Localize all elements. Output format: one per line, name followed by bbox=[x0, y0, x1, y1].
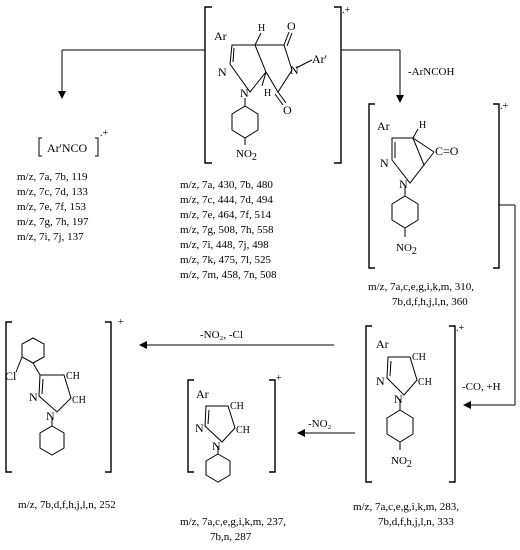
isocyanate-mz-list: m/z, 7a, 7b, 119 m/z, 7c, 7d, 133 m/z, 7… bbox=[17, 171, 89, 243]
chlorophenyl-ch-top: CH bbox=[66, 371, 80, 382]
parent-mz-list: m/z, 7a, 430, 7b, 480 m/z, 7c, 444, 7d, … bbox=[180, 179, 277, 281]
phenyl-pyrazoline-n1: N bbox=[195, 421, 204, 435]
phenyl-pyrazoline-mz-list: m/z, 7a,c,e,g,i,k,m, 237, 7b,n, 287 bbox=[180, 516, 286, 543]
mz-line: m/z, 7g, 508, 7h, 558 bbox=[180, 224, 274, 236]
parent-charge: .+ bbox=[342, 5, 351, 16]
mz-line: m/z, 7c, 7d, 133 bbox=[17, 186, 88, 198]
parent-o-bottom: O bbox=[283, 103, 292, 117]
aziridinone-h: H bbox=[419, 120, 426, 131]
aziridinone-ar: Ar bbox=[377, 119, 390, 133]
mz-line: 7b,d,f,h,j,l,n, 333 bbox=[378, 516, 454, 528]
parent-ar-prime: Ar' bbox=[312, 52, 327, 66]
aziridinone-n1: N bbox=[380, 156, 389, 170]
phenyl-pyrazoline-n2: N bbox=[212, 439, 221, 453]
aziridinone-n2: N bbox=[399, 177, 408, 191]
mz-line: m/z, 7e, 7f, 153 bbox=[17, 201, 87, 213]
nitrophenyl-pyrazoline-no2: NO2 bbox=[391, 455, 412, 470]
phenyl-pyrazoline-ar: Ar bbox=[196, 387, 209, 401]
mz-line: m/z, 7a,c,e,g,i,k,m, 237, bbox=[180, 516, 286, 528]
chlorophenyl-pyrazoline-mz-list: m/z, 7b,d,f,h,j,l,n, 252 bbox=[18, 499, 116, 511]
mz-line: m/z, 7i, 7j, 137 bbox=[17, 231, 84, 243]
nitrophenyl-pyrazoline-mz-list: m/z, 7a,c,e,g,i,k,m, 283, 7b,d,f,h,j,l,n… bbox=[353, 501, 459, 528]
arrow-loss-no2-cl: -NO₂, -Cl bbox=[139, 329, 334, 349]
aziridinone-c-eq-o: C=O bbox=[435, 144, 459, 158]
mz-line: m/z, 7b,d,f,h,j,l,n, 252 bbox=[18, 499, 116, 511]
phenyl-pyrazoline-ch-top: CH bbox=[230, 401, 244, 412]
mz-line: m/z, 7i, 448, 7j, 498 bbox=[180, 239, 269, 251]
mz-line: m/z, 7c, 444, 7d, 494 bbox=[180, 194, 273, 206]
mz-line: m/z, 7a,c,e,g,i,k,m, 310, bbox=[368, 281, 474, 293]
aziridinone-no2: NO2 bbox=[396, 242, 417, 257]
chlorophenyl-pyrazoline-charge: + bbox=[118, 317, 124, 328]
parent-n-ring2: N bbox=[240, 86, 249, 100]
parent-ar: Ar bbox=[214, 29, 227, 43]
mz-line: 7b,n, 287 bbox=[210, 531, 252, 543]
nitrophenyl-pyrazoline-ch-top: CH bbox=[412, 352, 426, 363]
isocyanate-charge: .+ bbox=[100, 128, 109, 139]
arrow-loss-arncoh: -ArNCOH bbox=[341, 49, 454, 103]
aziridinone-charge: .+ bbox=[500, 101, 509, 112]
parent-h-top: H bbox=[258, 23, 265, 34]
arrow-loss-no2: -NO₂ bbox=[297, 418, 355, 437]
mz-line: m/z, 7m, 458, 7n, 508 bbox=[180, 269, 277, 281]
parent-no2: NO2 bbox=[236, 148, 257, 163]
label-loss-no2: -NO₂ bbox=[308, 418, 332, 430]
chlorophenyl-n1: N bbox=[29, 390, 38, 404]
phenyl-pyrazoline-ch-bottom: CH bbox=[236, 425, 250, 436]
isocyanate-label: Ar'NCO bbox=[47, 141, 87, 155]
isocyanate-ion: Ar'NCO .+ bbox=[38, 128, 109, 157]
mz-line: m/z, 7e, 464, 7f, 514 bbox=[180, 209, 272, 221]
mz-line: m/z, 7k, 475, 7l, 525 bbox=[180, 254, 272, 266]
aziridinone-ion-structure: .+ Ar H C=O N N NO2 bbox=[368, 101, 509, 269]
nitrophenyl-pyrazoline-ion-structure: .+ Ar CH CH N N NO2 bbox=[365, 323, 465, 483]
phenyl-pyrazoline-charge: + bbox=[276, 373, 282, 384]
phenyl-pyrazoline-ion-structure: + Ar CH CH N N bbox=[187, 373, 282, 483]
label-loss-arncoh: -ArNCOH bbox=[408, 66, 454, 78]
aziridinone-mz-list: m/z, 7a,c,e,g,i,k,m, 310, 7b,d,f,h,j,l,n… bbox=[368, 281, 474, 308]
nitrophenyl-pyrazoline-n1: N bbox=[376, 374, 385, 388]
arrow-to-isocyanate bbox=[58, 49, 205, 99]
mz-line: 7b,d,f,h,j,l,n, 360 bbox=[392, 296, 468, 308]
mz-line: m/z, 7a, 430, 7b, 480 bbox=[180, 179, 273, 191]
chlorophenyl-ch-bottom: CH bbox=[72, 395, 86, 406]
parent-ion-structure: .+ Ar H O N Ar' O H N N NO2 bbox=[204, 5, 351, 164]
parent-n-imide: N bbox=[290, 63, 299, 77]
mz-line: m/z, 7a, 7b, 119 bbox=[17, 171, 88, 183]
label-loss-no2-cl: -NO₂, -Cl bbox=[200, 329, 243, 341]
nitrophenyl-pyrazoline-charge: .+ bbox=[456, 323, 465, 334]
nitrophenyl-pyrazoline-ar: Ar bbox=[376, 337, 389, 351]
nitrophenyl-pyrazoline-n2: N bbox=[394, 392, 403, 406]
parent-h-bottom: H bbox=[264, 88, 271, 99]
mz-line: m/z, 7g, 7h, 197 bbox=[17, 216, 89, 228]
mz-line: m/z, 7a,c,e,g,i,k,m, 283, bbox=[353, 501, 459, 513]
chlorophenyl-n2: N bbox=[46, 409, 55, 423]
parent-o-top: O bbox=[287, 19, 296, 33]
chlorophenyl-cl: Cl bbox=[5, 369, 17, 383]
parent-n-ring1: N bbox=[218, 65, 227, 79]
arrow-loss-co-h: -CO, +H bbox=[462, 204, 516, 409]
label-loss-co-h: -CO, +H bbox=[462, 381, 501, 393]
chlorophenyl-pyrazoline-ion-structure: + Cl CH CH N N bbox=[5, 317, 124, 473]
nitrophenyl-pyrazoline-ch-bottom: CH bbox=[418, 377, 432, 388]
